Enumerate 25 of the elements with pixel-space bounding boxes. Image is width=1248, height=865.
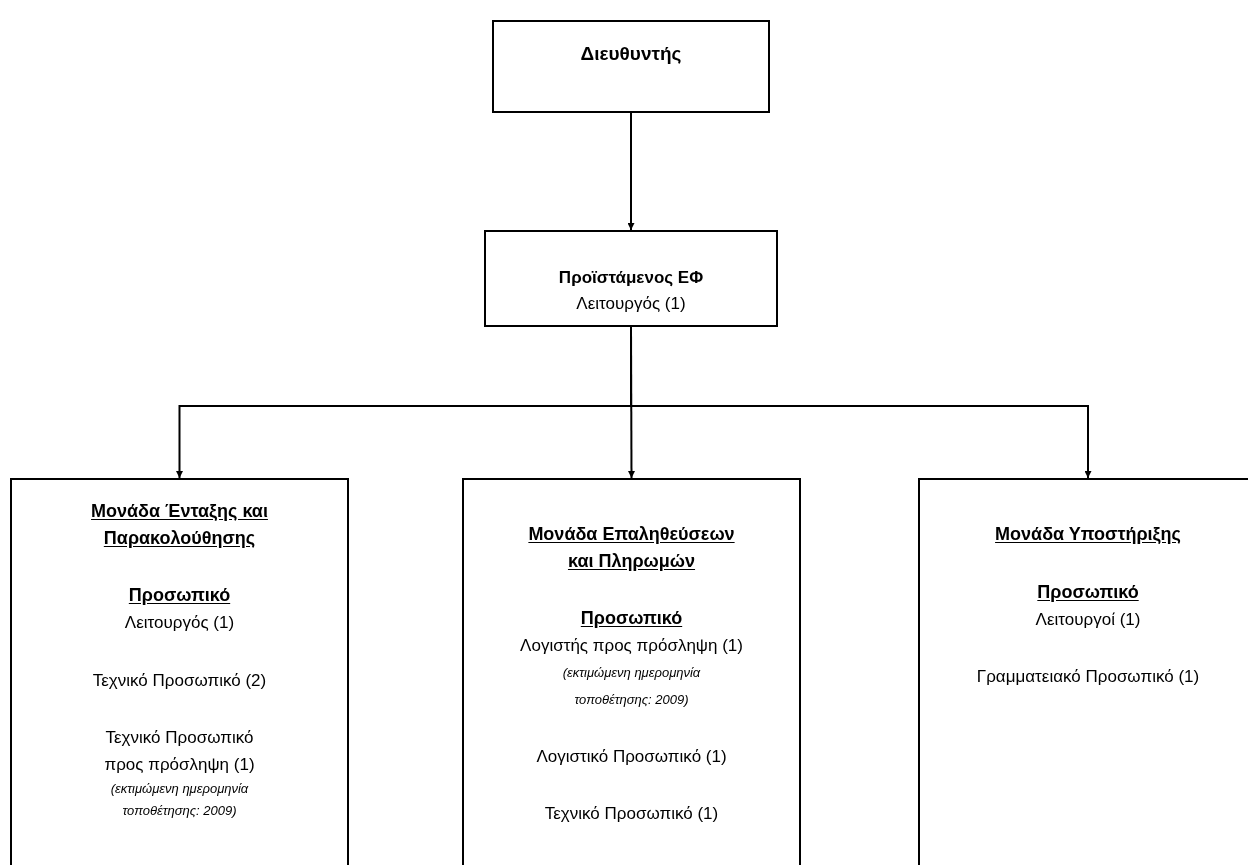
box-text: Προσωπικό xyxy=(580,607,683,630)
box-text: Προσωπικό xyxy=(1037,581,1139,604)
box-text: (εκτιμώμενη ημερομηνία τοποθέτησης: 2009) xyxy=(109,780,250,820)
org-box xyxy=(918,478,1248,865)
org-box xyxy=(492,20,770,113)
box-text: Γραμματειακό Προσωπικό (1) xyxy=(976,666,1200,688)
box-text: Λειτουργός (1) xyxy=(576,293,686,315)
box-text: Λειτουργοί (1) xyxy=(1035,609,1141,631)
box-text: Λειτουργός (1) xyxy=(124,612,235,634)
box-text: Προσωπικό xyxy=(128,584,231,607)
box-heading: Διευθυντής xyxy=(580,42,682,66)
box-text: (εκτιμώμενη ημερομηνία τοποθέτησης: 2009) xyxy=(561,664,702,709)
org-box xyxy=(484,230,778,327)
box-text: Λογιστής προς πρόσληψη (1) xyxy=(520,635,743,657)
org-box xyxy=(10,478,349,865)
box-text: Λογιστικό Προσωπικό (1) xyxy=(536,746,727,768)
box-text: Τεχνικό Προσωπικό προς πρόσληψη (1) xyxy=(103,727,256,776)
box-text: Τεχνικό Προσωπικό (2) xyxy=(92,670,267,692)
org-box xyxy=(462,478,801,865)
arrow xyxy=(627,112,635,231)
box-heading: Μονάδα Ένταξης και Παρακολούθησης xyxy=(90,500,269,550)
box-heading: Μονάδα Επαληθεύσεων και Πληρωμών xyxy=(527,523,736,573)
box-heading: Μονάδα Υποστήριξης xyxy=(995,523,1181,546)
box-heading: Προϊστάμενος ΕΦ xyxy=(558,267,704,289)
box-text: Τεχνικό Προσωπικό (1) xyxy=(544,803,719,825)
